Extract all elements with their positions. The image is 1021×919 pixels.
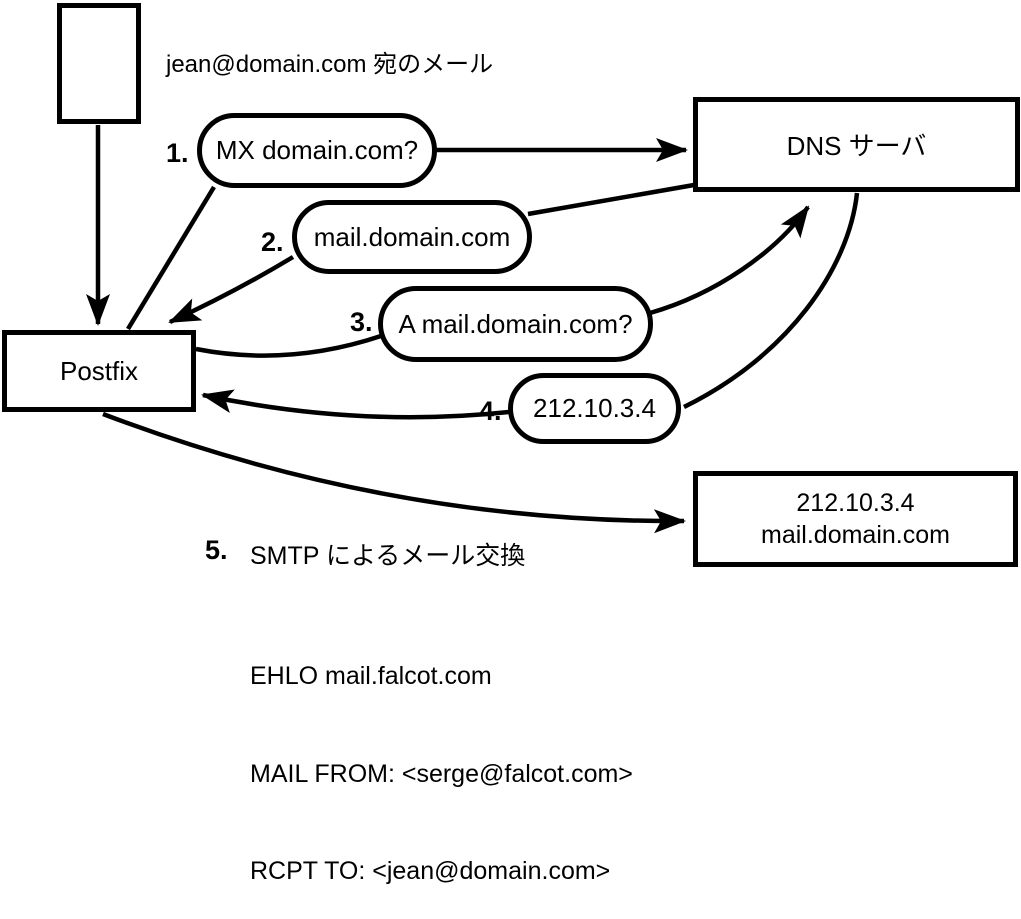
postfix-box: Postfix: [2, 330, 196, 412]
step-number-4: 4.: [479, 396, 502, 426]
mail-to-label: jean@domain.com 宛のメール: [166, 51, 494, 78]
mail-server-box: 212.10.3.4 mail.domain.com: [693, 471, 1018, 567]
a-query-pill: A mail.domain.com?: [378, 286, 653, 362]
mx-query-pill: MX domain.com?: [197, 113, 437, 188]
a-answer-pill: 212.10.3.4: [508, 373, 681, 444]
line-dns-to-mx-answer: [527, 182, 695, 217]
step-number-1: 1.: [166, 138, 189, 168]
smtp-session-transcript: EHLO mail.falcot.com MAIL FROM: <serge@f…: [250, 595, 633, 919]
arrow-postfix-to-mail-server: [102, 411, 686, 534]
smtp-line: MAIL FROM: <serge@falcot.com>: [250, 759, 633, 788]
step-number-5: 5.: [205, 535, 228, 565]
step-number-2: 2.: [261, 227, 284, 257]
dns-server-box: DNS サーバ: [693, 97, 1020, 192]
mail-server-hostname: mail.domain.com: [761, 521, 950, 549]
mx-answer-pill: mail.domain.com: [292, 200, 532, 274]
arrow-a-query-to-dns: [649, 205, 810, 316]
line-dns-to-a-answer: [683, 192, 860, 410]
smtp-exchange-label: SMTP によるメール交換: [250, 542, 526, 570]
line-postfix-to-a-query: [195, 333, 382, 358]
smtp-line: RCPT TO: <jean@domain.com>: [250, 857, 611, 885]
step-number-3: 3.: [350, 307, 373, 337]
smtp-line: EHLO mail.falcot.com: [250, 662, 492, 690]
mail-server-ip: 212.10.3.4: [796, 489, 915, 517]
arrow-mx-answer-to-postfix: [168, 255, 295, 325]
line-postfix-to-mx-query: [126, 185, 216, 331]
arrow-a-answer-to-postfix: [201, 389, 510, 420]
mail-message-icon: [57, 3, 141, 124]
